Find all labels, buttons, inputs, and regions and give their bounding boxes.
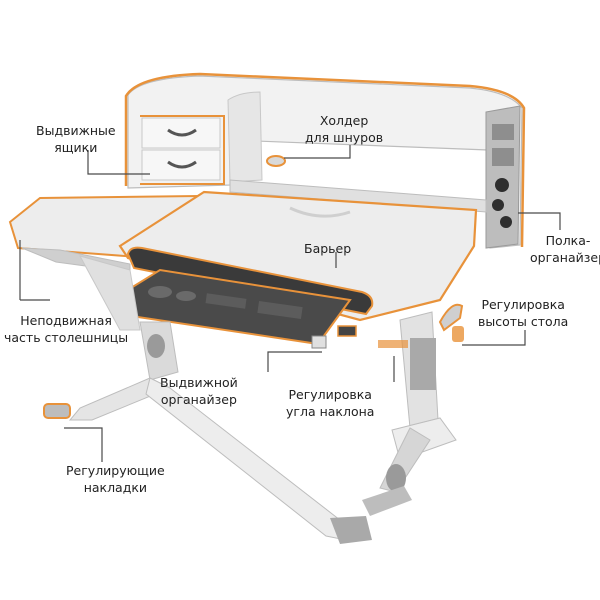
label-adjusting-pads: Регулирующие накладки: [66, 463, 165, 495]
leader-shelf: [518, 212, 561, 230]
desk-frame: [21, 247, 464, 544]
leader-organizer: [267, 351, 322, 372]
label-barrier: Барьер: [304, 241, 352, 256]
label-fixed-part: Неподвижная часть столешницы: [4, 313, 129, 345]
label-pullout-organizer: Выдвижной органайзер: [160, 375, 238, 407]
label-cable-holder: Холдер для шнуров: [305, 113, 384, 145]
leader-height-adj: [462, 330, 526, 346]
label-drawers: Выдвижные ящики: [36, 123, 116, 155]
desktop: [8, 190, 478, 322]
label-shelf: Полка- органайзер: [530, 233, 600, 265]
leader-drawers: [87, 150, 150, 175]
hutch: [124, 72, 526, 249]
leader-pads: [64, 427, 103, 462]
leader-cable-holder: [284, 145, 351, 159]
leader-lines: [19, 145, 561, 462]
label-angle-adjustment: Регулировка угла наклона: [286, 387, 375, 419]
label-height-adjustment: Регулировка высоты стола: [478, 297, 569, 329]
